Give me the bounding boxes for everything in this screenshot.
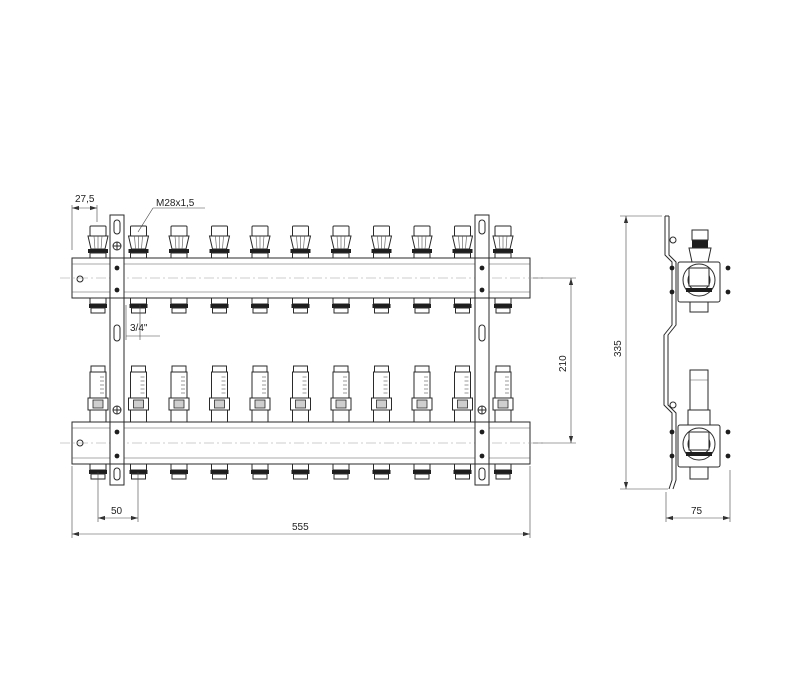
upper-outlet-fitting [413,297,431,314]
upper-valve [249,225,271,259]
flowmeter-row [87,365,514,423]
upper-outlet-fitting [210,297,229,314]
flowmeter [249,365,271,423]
flowmeter [452,365,473,423]
flowmeter [411,365,433,423]
lower-manifold-bar [60,421,545,465]
upper-valve [411,225,433,259]
upper-outlet-fitting [453,297,472,314]
flowmeter [168,365,190,423]
upper-valve [370,225,393,259]
dimension-offset: 27,5 [71,194,98,250]
upper-valve [451,225,474,259]
dimension-height: 335 [613,215,668,490]
upper-outlet-fitting [332,297,350,314]
lower-outlet-fitting [170,463,188,480]
thread-callout-label: M28x1,5 [156,198,195,209]
lower-outlet-fitting [129,463,148,480]
thread-callout: M28x1,5 [137,198,205,233]
upper-valve-row [87,225,514,259]
dimension-length: 555 [71,466,531,538]
lower-outlet-fitting [494,463,512,480]
upper-valve [87,225,109,259]
dimension-height-label: 335 [613,340,624,357]
vent-valve-right-lower [477,405,487,415]
dimension-spacing-label: 210 [558,355,569,372]
dimension-offset-label: 27,5 [75,194,95,205]
flowmeter [371,365,392,423]
lower-outlet-fitting [372,463,391,480]
upper-manifold-bar [60,257,545,299]
lower-outlet-row [89,463,512,480]
lower-outlet-fitting [453,463,472,480]
upper-valve [168,225,190,259]
upper-outlet-fitting [129,297,148,314]
upper-outlet-row [89,297,512,314]
vent-valve-upper [112,241,122,251]
upper-outlet-fitting [372,297,391,314]
upper-outlet-fitting [89,297,107,314]
dimension-pitch: 50 [97,472,139,522]
flowmeter [330,365,352,423]
flowmeter [128,365,149,423]
flowmeter [290,365,311,423]
dimension-depth: 75 [665,470,731,522]
upper-outlet-fitting [494,297,512,314]
upper-valve [492,225,514,259]
side-wall-bracket [663,215,677,490]
upper-outlet-fitting [170,297,188,314]
upper-valve [208,225,231,259]
upper-valve [330,225,352,259]
pipe-size-label: 3/4" [130,323,148,334]
dimension-spacing: 210 [533,277,576,444]
flowmeter [209,365,230,423]
vent-valve-lower [112,405,122,415]
side-lower-assembly [669,369,731,480]
upper-outlet-fitting [291,297,310,314]
upper-valve [289,225,312,259]
side-upper-assembly [669,229,731,313]
lower-outlet-fitting [413,463,431,480]
lower-outlet-fitting [210,463,229,480]
front-view: 27,5 M28x1,5 3/4" 50 555 [60,194,576,538]
lower-outlet-fitting [251,463,269,480]
lower-outlet-fitting [291,463,310,480]
flowmeter [87,365,109,423]
dimension-pitch-label: 50 [111,506,123,517]
side-view: 335 75 [613,215,731,522]
lower-outlet-fitting [332,463,350,480]
flowmeter [492,365,514,423]
upper-valve [127,225,150,259]
pipe-size-callout: 3/4" [125,305,160,340]
dimension-length-label: 555 [292,522,309,533]
dimension-depth-label: 75 [691,506,703,517]
upper-outlet-fitting [251,297,269,314]
